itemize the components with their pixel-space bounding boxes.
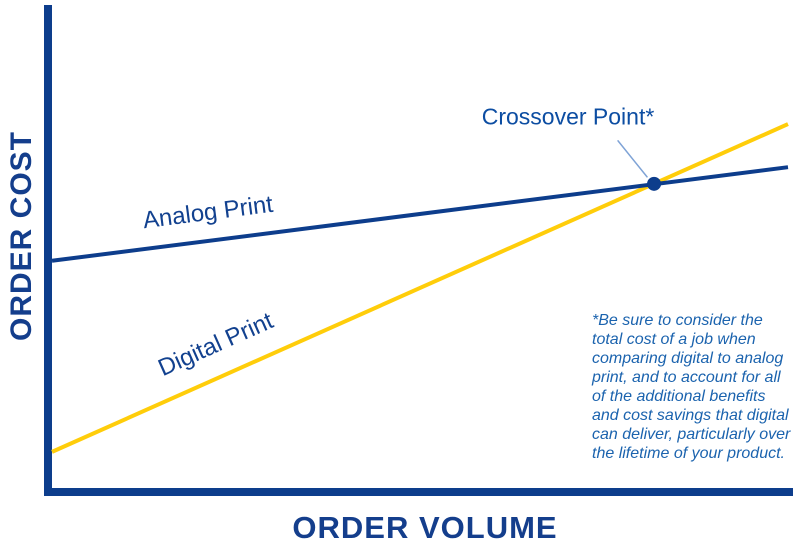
digital-print-line — [51, 122, 789, 454]
crossover-callout-line — [617, 140, 648, 178]
crossover-point-label: Crossover Point* — [481, 103, 655, 130]
crossover-point-dot — [647, 176, 662, 191]
y-axis-label: ORDER COST — [5, 130, 38, 342]
analog-print-line — [51, 165, 789, 263]
footnote-text: *Be sure to consider the total cost of a… — [592, 312, 791, 462]
x-axis-label: ORDER VOLUME — [292, 510, 558, 545]
x-axis — [44, 488, 793, 496]
y-axis — [44, 5, 52, 496]
